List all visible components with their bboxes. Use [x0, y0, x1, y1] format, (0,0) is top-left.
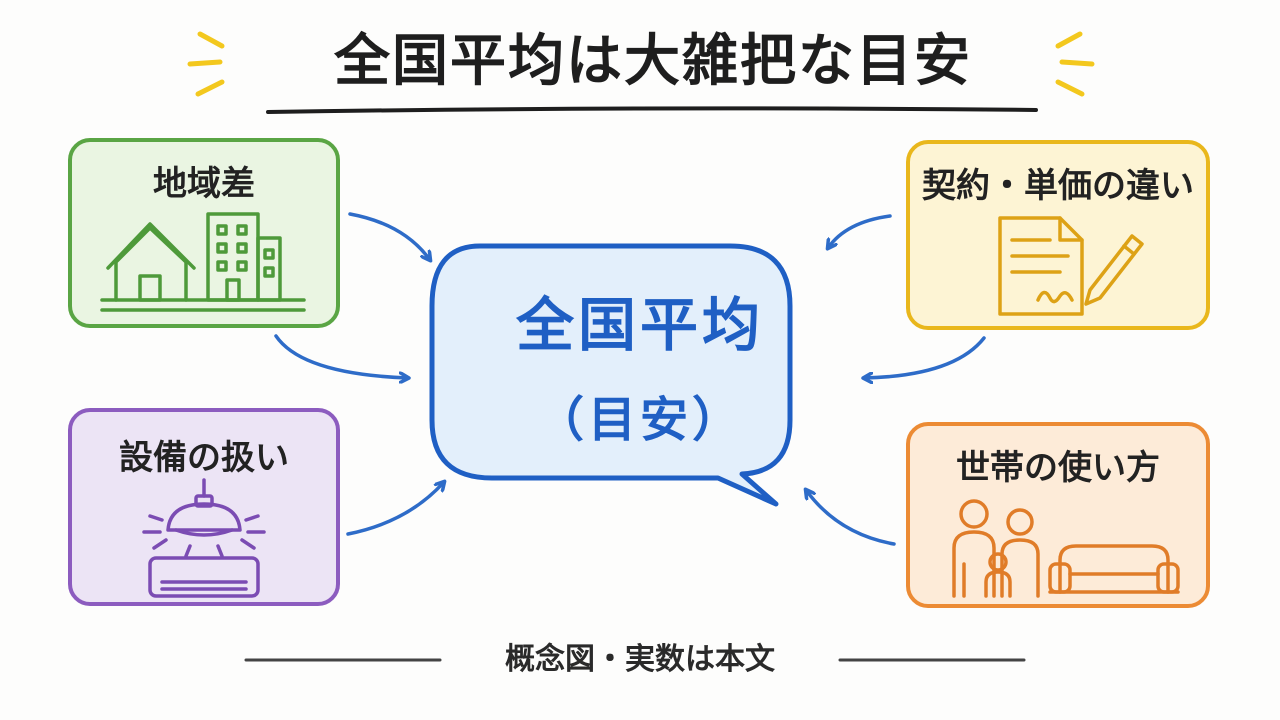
ceiling-light-and-air-conditioner-icon — [142, 478, 266, 598]
factor-card-regional: 地域差 — [68, 138, 340, 328]
center-main-label: 全国平均 — [515, 291, 764, 359]
arrow-regional-top — [348, 212, 430, 260]
contract-and-pen-icon — [998, 216, 1144, 316]
factor-label-equipment: 設備の扱い — [119, 438, 289, 478]
factor-card-contract: 契約・単価の違い — [906, 140, 1210, 330]
factor-card-household: 世帯の使い方 — [906, 422, 1210, 608]
footer-note: 概念図・実数は本文 — [505, 642, 775, 677]
factor-label-regional: 地域差 — [153, 164, 255, 204]
arrow-household — [806, 490, 896, 546]
title-emphasis-right-icon — [1055, 31, 1095, 97]
arrow-contract-bottom — [864, 336, 986, 378]
arrow-equipment — [346, 482, 444, 536]
factor-label-contract: 契約・単価の違い — [922, 166, 1194, 206]
title-underline — [266, 106, 1038, 114]
diagram-title: 全国平均は大雑把な目安 — [334, 29, 972, 94]
arrow-regional-bottom — [274, 334, 408, 378]
arrow-contract-top — [828, 214, 892, 248]
center-bubble — [429, 243, 793, 507]
factor-label-household: 世帯の使い方 — [956, 448, 1160, 488]
factor-card-equipment: 設備の扱い — [68, 408, 340, 606]
family-and-sofa-icon — [952, 499, 1180, 598]
house-and-buildings-icon — [100, 212, 306, 312]
center-sub-label: （目安） — [535, 392, 744, 448]
title-emphasis-left-icon — [187, 31, 225, 97]
